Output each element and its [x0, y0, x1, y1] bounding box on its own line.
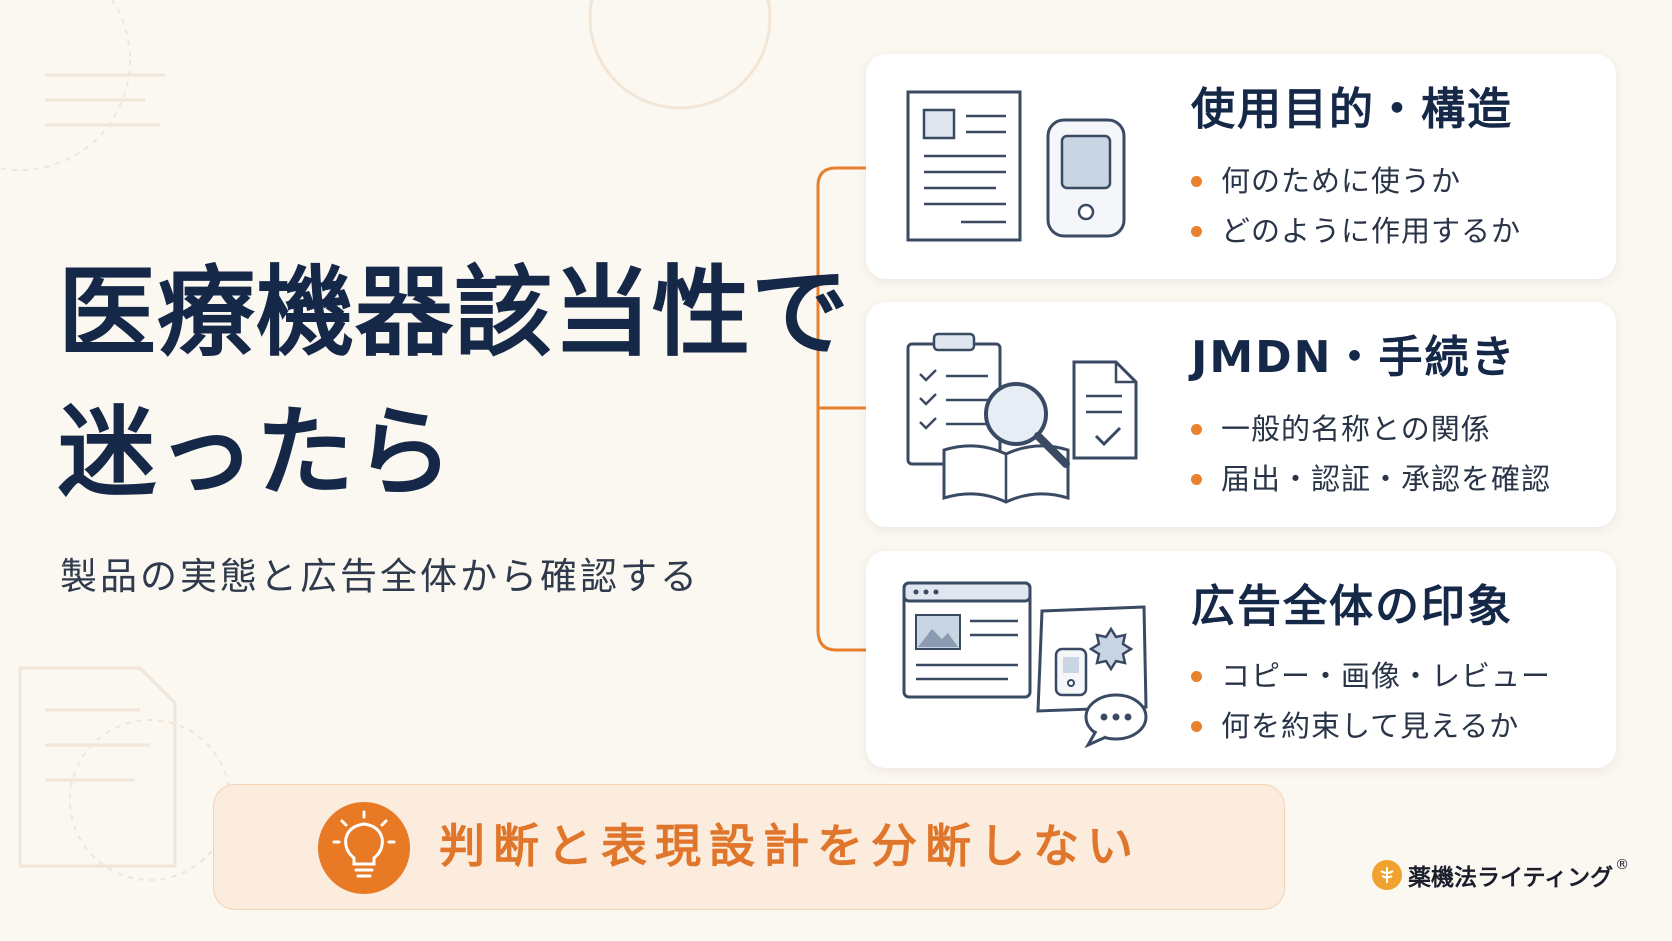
bullet-list: 何のために使うか どのように作用するか — [1191, 156, 1521, 256]
card-title: 使用目的・構造 — [1191, 84, 1513, 135]
subtitle: 製品の実態と広告全体から確認する — [60, 555, 700, 598]
webpage-ad-icon — [902, 581, 1148, 749]
bullet-item: 届出・認証・承認を確認 — [1191, 454, 1551, 504]
card-title: JMDN・手続き — [1191, 332, 1517, 383]
banner-text: 判断と表現設計を分断しない — [439, 819, 1141, 873]
brand-logo-icon — [1372, 860, 1402, 890]
card-jmdn-procedure: JMDN・手続き 一般的名称との関係 届出・認証・承認を確認 — [866, 302, 1616, 527]
checklist-magnifier-book-icon — [906, 332, 1138, 504]
bullet-item: 何のために使うか — [1191, 156, 1521, 206]
brand-name: 薬機法ライティング — [1408, 865, 1614, 891]
brand-logo: 薬機法ライティング ® — [1372, 857, 1630, 892]
key-message-banner: 判断と表現設計を分断しない — [213, 784, 1285, 910]
bullet-list: コピー・画像・レビュー 何を約束して見えるか — [1191, 651, 1551, 751]
card-title: 広告全体の印象 — [1191, 581, 1513, 632]
lightbulb-icon — [318, 802, 410, 894]
bullet-item: 何を約束して見えるか — [1191, 701, 1551, 751]
bullet-item: どのように作用するか — [1191, 206, 1521, 256]
registered-mark: ® — [1615, 857, 1630, 873]
main-title-line-2: 迷ったら — [58, 396, 455, 510]
document-and-device-icon — [906, 90, 1126, 242]
bullet-item: 一般的名称との関係 — [1191, 404, 1551, 454]
card-ad-impression: 広告全体の印象 コピー・画像・レビュー 何を約束して見えるか — [866, 551, 1616, 768]
bullet-item: コピー・画像・レビュー — [1191, 651, 1551, 701]
bullet-list: 一般的名称との関係 届出・認証・承認を確認 — [1191, 404, 1551, 504]
main-title-line-1: 医療機器該当性で — [58, 256, 851, 370]
card-purpose-structure: 使用目的・構造 何のために使うか どのように作用するか — [866, 54, 1616, 279]
